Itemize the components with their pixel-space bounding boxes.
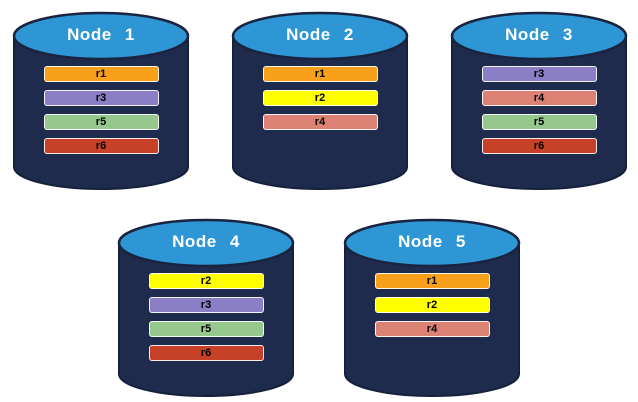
node-label: Node 3	[505, 25, 573, 44]
node-label: Node 1	[67, 25, 135, 44]
replica-bar-r5: r5	[43, 114, 159, 130]
database-node: Node 1 r1 r3 r5 r6	[12, 8, 190, 194]
cylinder-top-shape	[12, 11, 190, 61]
cylinder-top-shape	[343, 218, 521, 268]
node-label: Node 4	[172, 232, 240, 251]
replica-bar-r6: r6	[148, 345, 264, 361]
replica-bar-r3: r3	[481, 66, 597, 82]
replica-bar-r1: r1	[262, 66, 378, 82]
replica-bar-r6: r6	[481, 138, 597, 154]
bottom-row: Node 4 r2 r3 r5 r6 Node 5 r1 r2 r4	[0, 215, 638, 401]
replica-list: r1 r2 r4	[231, 66, 409, 130]
replica-bar-r3: r3	[148, 297, 264, 313]
database-node: Node 3 r3 r4 r5 r6	[450, 8, 628, 194]
node-label: Node 2	[286, 25, 354, 44]
replica-list: r1 r3 r5 r6	[12, 66, 190, 154]
node-label: Node 5	[398, 232, 466, 251]
replica-bar-r3: r3	[43, 90, 159, 106]
cylinder-top-shape	[231, 11, 409, 61]
database-node: Node 5 r1 r2 r4	[343, 215, 521, 401]
database-node: Node 4 r2 r3 r5 r6	[117, 215, 295, 401]
replica-list: r3 r4 r5 r6	[450, 66, 628, 154]
replica-bar-r2: r2	[148, 273, 264, 289]
replica-bar-r1: r1	[374, 273, 490, 289]
replica-bar-r5: r5	[481, 114, 597, 130]
replica-bar-r5: r5	[148, 321, 264, 337]
replica-bar-r6: r6	[43, 138, 159, 154]
cylinder-top-shape	[117, 218, 295, 268]
replica-bar-r2: r2	[374, 297, 490, 313]
database-node: Node 2 r1 r2 r4	[231, 8, 409, 194]
replica-list: r2 r3 r5 r6	[117, 273, 295, 361]
replica-bar-r4: r4	[262, 114, 378, 130]
replica-bar-r2: r2	[262, 90, 378, 106]
cylinder-top-shape	[450, 11, 628, 61]
replica-bar-r1: r1	[43, 66, 159, 82]
replica-list: r1 r2 r4	[343, 273, 521, 337]
replica-bar-r4: r4	[481, 90, 597, 106]
replica-bar-r4: r4	[374, 321, 490, 337]
